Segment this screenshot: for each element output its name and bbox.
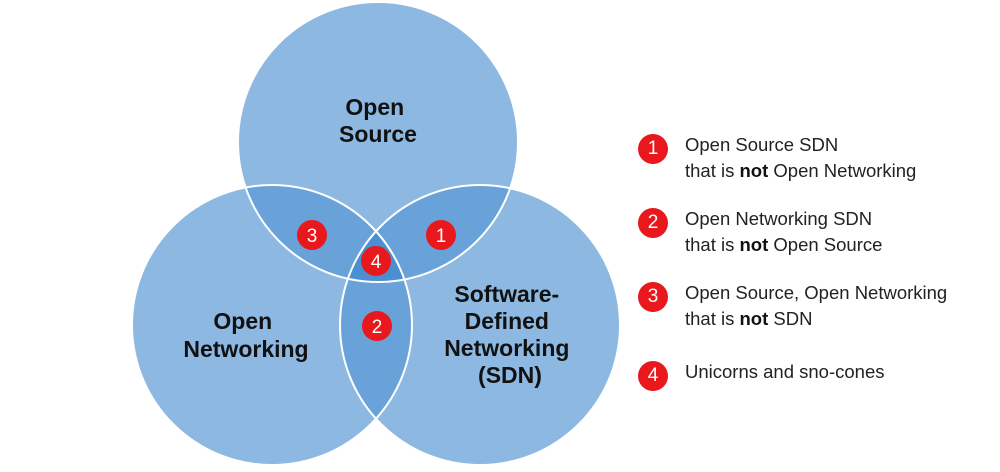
legend-line-2: that is not SDN [685, 306, 992, 332]
label-sdn-line: Defined [465, 308, 549, 334]
circle-open-source-outline [237, 1, 519, 283]
legend-emphasis: not [739, 234, 769, 255]
circle-open-networking-outline [131, 184, 413, 466]
region-marker-3: 3 [297, 220, 327, 250]
region-marker-2: 2 [362, 311, 392, 341]
legend-item: 4 Unicorns and sno-cones [637, 359, 992, 391]
overlap-open-source-open-networking [238, 185, 412, 282]
label-open-source-line: Open [345, 94, 404, 120]
legend-item: 1 Open Source SDN that is not Open Netwo… [637, 132, 992, 184]
legend-text: Open Networking [768, 160, 917, 181]
legend-line-2: that is not Open Networking [685, 158, 992, 184]
label-sdn: Software- Defined Networking (SDN) [444, 281, 576, 388]
legend: 1 Open Source SDN that is not Open Netwo… [637, 132, 992, 407]
legend-line-1: Open Networking SDN [685, 208, 873, 229]
label-sdn-line: Software- [454, 281, 559, 307]
venn-diagram: Open Source Open Networking Software- De… [131, 1, 621, 466]
svg-text:3: 3 [307, 226, 318, 247]
label-open-source: Open Source [339, 94, 417, 147]
label-sdn-line: (SDN) [478, 362, 542, 388]
svg-text:1: 1 [436, 226, 447, 247]
legend-item: 2 Open Networking SDN that is not Open S… [637, 206, 992, 258]
region-marker-1: 1 [426, 220, 456, 250]
legend-line-2: that is not Open Source [685, 232, 992, 258]
overlap-open-source-sdn [340, 185, 518, 282]
label-open-networking-line: Networking [183, 336, 308, 362]
legend-badge: 2 [638, 208, 668, 238]
circle-sdn [340, 185, 620, 465]
region-marker-4: 4 [361, 246, 391, 276]
legend-badge: 4 [638, 361, 668, 391]
legend-badge: 1 [638, 134, 668, 164]
circle-open-networking [132, 185, 412, 465]
legend-line-1: Open Source SDN [685, 134, 839, 155]
legend-text: Open Source [768, 234, 883, 255]
label-sdn-line: Networking [444, 335, 569, 361]
legend-emphasis: not [739, 160, 769, 181]
legend-emphasis: not [739, 308, 769, 329]
legend-line-1: Open Source, Open Networking [685, 282, 948, 303]
legend-text: that is [685, 234, 740, 255]
legend-text: that is [685, 308, 740, 329]
svg-text:4: 4 [371, 252, 382, 273]
legend-item: 3 Open Source, Open Networking that is n… [637, 280, 992, 332]
legend-text: that is [685, 160, 740, 181]
legend-badge: 3 [638, 282, 668, 312]
circle-sdn-outline [339, 184, 621, 466]
label-open-networking-line: Open [213, 308, 272, 334]
label-open-source-line: Source [339, 121, 417, 147]
legend-text: SDN [768, 308, 813, 329]
label-open-networking: Open Networking [183, 308, 308, 362]
legend-line-1: Unicorns and sno-cones [685, 361, 885, 382]
svg-text:2: 2 [372, 317, 383, 338]
